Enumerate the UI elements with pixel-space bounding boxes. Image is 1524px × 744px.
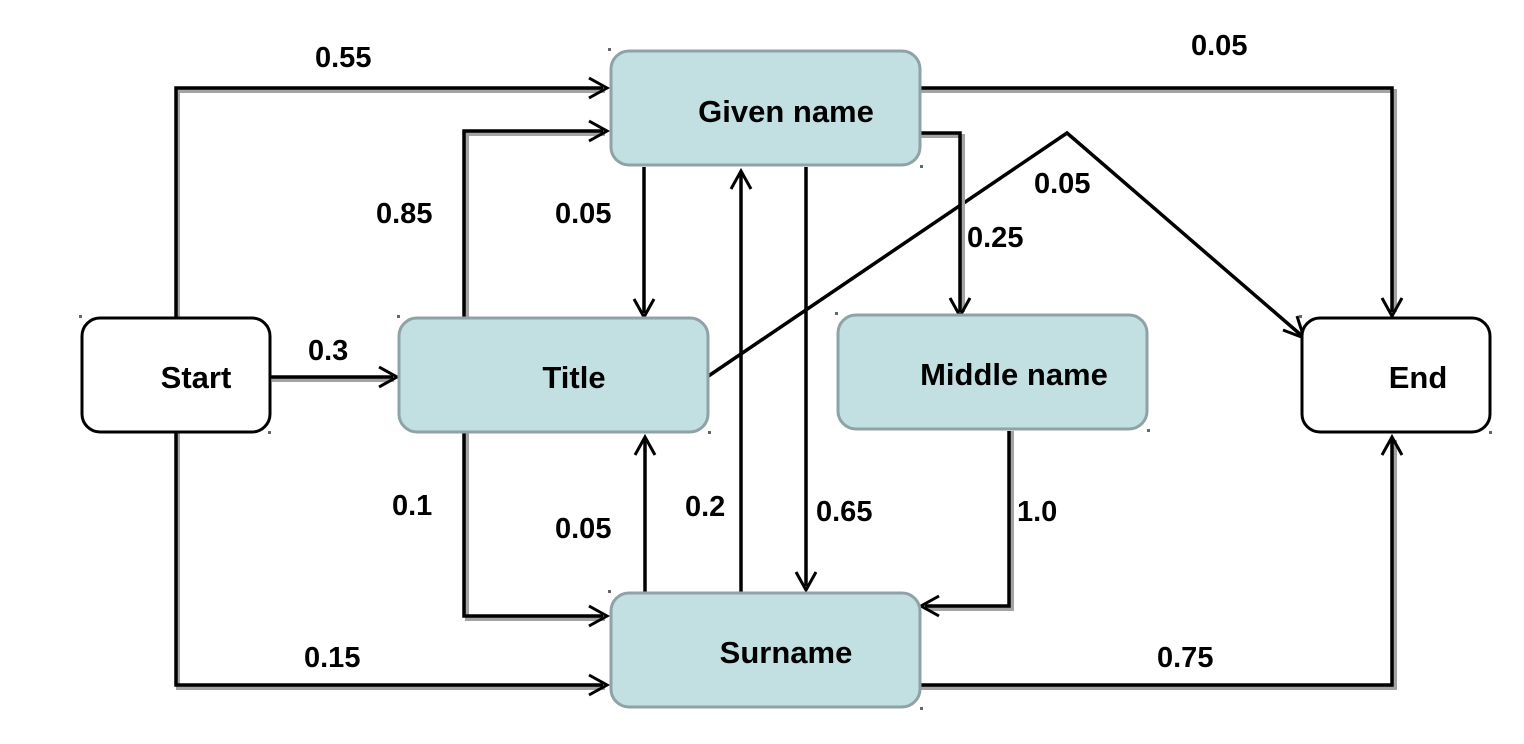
edge-label-surname-end: 0.75	[1157, 642, 1213, 674]
edge-label-surname-title: 0.05	[555, 513, 611, 545]
edge-title-given-name	[462, 119, 611, 323]
edge-label-start-title: 0.3	[308, 335, 348, 367]
node-start-label: Start	[161, 360, 232, 395]
edge-start-given-name	[174, 76, 611, 323]
edge-label-given-name-middle-name: 0.25	[967, 222, 1023, 254]
node-middle-name-label: Middle name	[920, 357, 1108, 392]
edge-label-given-name-surname: 0.65	[816, 496, 872, 528]
edge-label-start-surname: 0.15	[304, 642, 360, 674]
edge-surname-title	[633, 433, 657, 593]
edge-given-name-title	[632, 167, 656, 321]
node-given-name: Given name	[609, 49, 922, 167]
edge-label-title-surname: 0.1	[392, 490, 432, 522]
edge-label-given-name-end: 0.05	[1191, 30, 1247, 62]
node-title: Title	[397, 316, 710, 434]
node-surname: Surname	[609, 591, 922, 709]
edge-surname-given-name	[729, 167, 753, 598]
edge-label-start-given-name: 0.55	[315, 42, 371, 74]
edge-label-title-end: 0.05	[1034, 168, 1090, 200]
edge-start-title	[270, 365, 401, 389]
edge-given-name-surname	[794, 167, 818, 594]
edge-given-name-end	[920, 86, 1404, 320]
edge-label-title-given-name: 0.85	[376, 198, 432, 230]
node-surname-label: Surname	[720, 635, 853, 670]
edge-surname-end	[920, 433, 1404, 690]
edge-label-given-name-title: 0.05	[555, 198, 611, 230]
node-title-label: Title	[542, 360, 605, 395]
edge-label-middle-name-surname: 1.0	[1017, 496, 1057, 528]
edge-label-surname-given-name: 0.2	[685, 491, 725, 523]
node-start: Start	[80, 316, 272, 434]
node-given-name-label: Given name	[698, 94, 874, 129]
edge-start-surname	[174, 433, 611, 697]
node-middle-name: Middle name	[836, 313, 1149, 431]
edge-middle-name-surname	[917, 431, 1014, 618]
node-end: End	[1300, 316, 1492, 434]
edge-given-name-middle-name	[920, 131, 972, 320]
node-end-label: End	[1389, 360, 1448, 395]
selection-corner-marks	[79, 48, 1492, 710]
edge-title-surname	[462, 433, 611, 628]
